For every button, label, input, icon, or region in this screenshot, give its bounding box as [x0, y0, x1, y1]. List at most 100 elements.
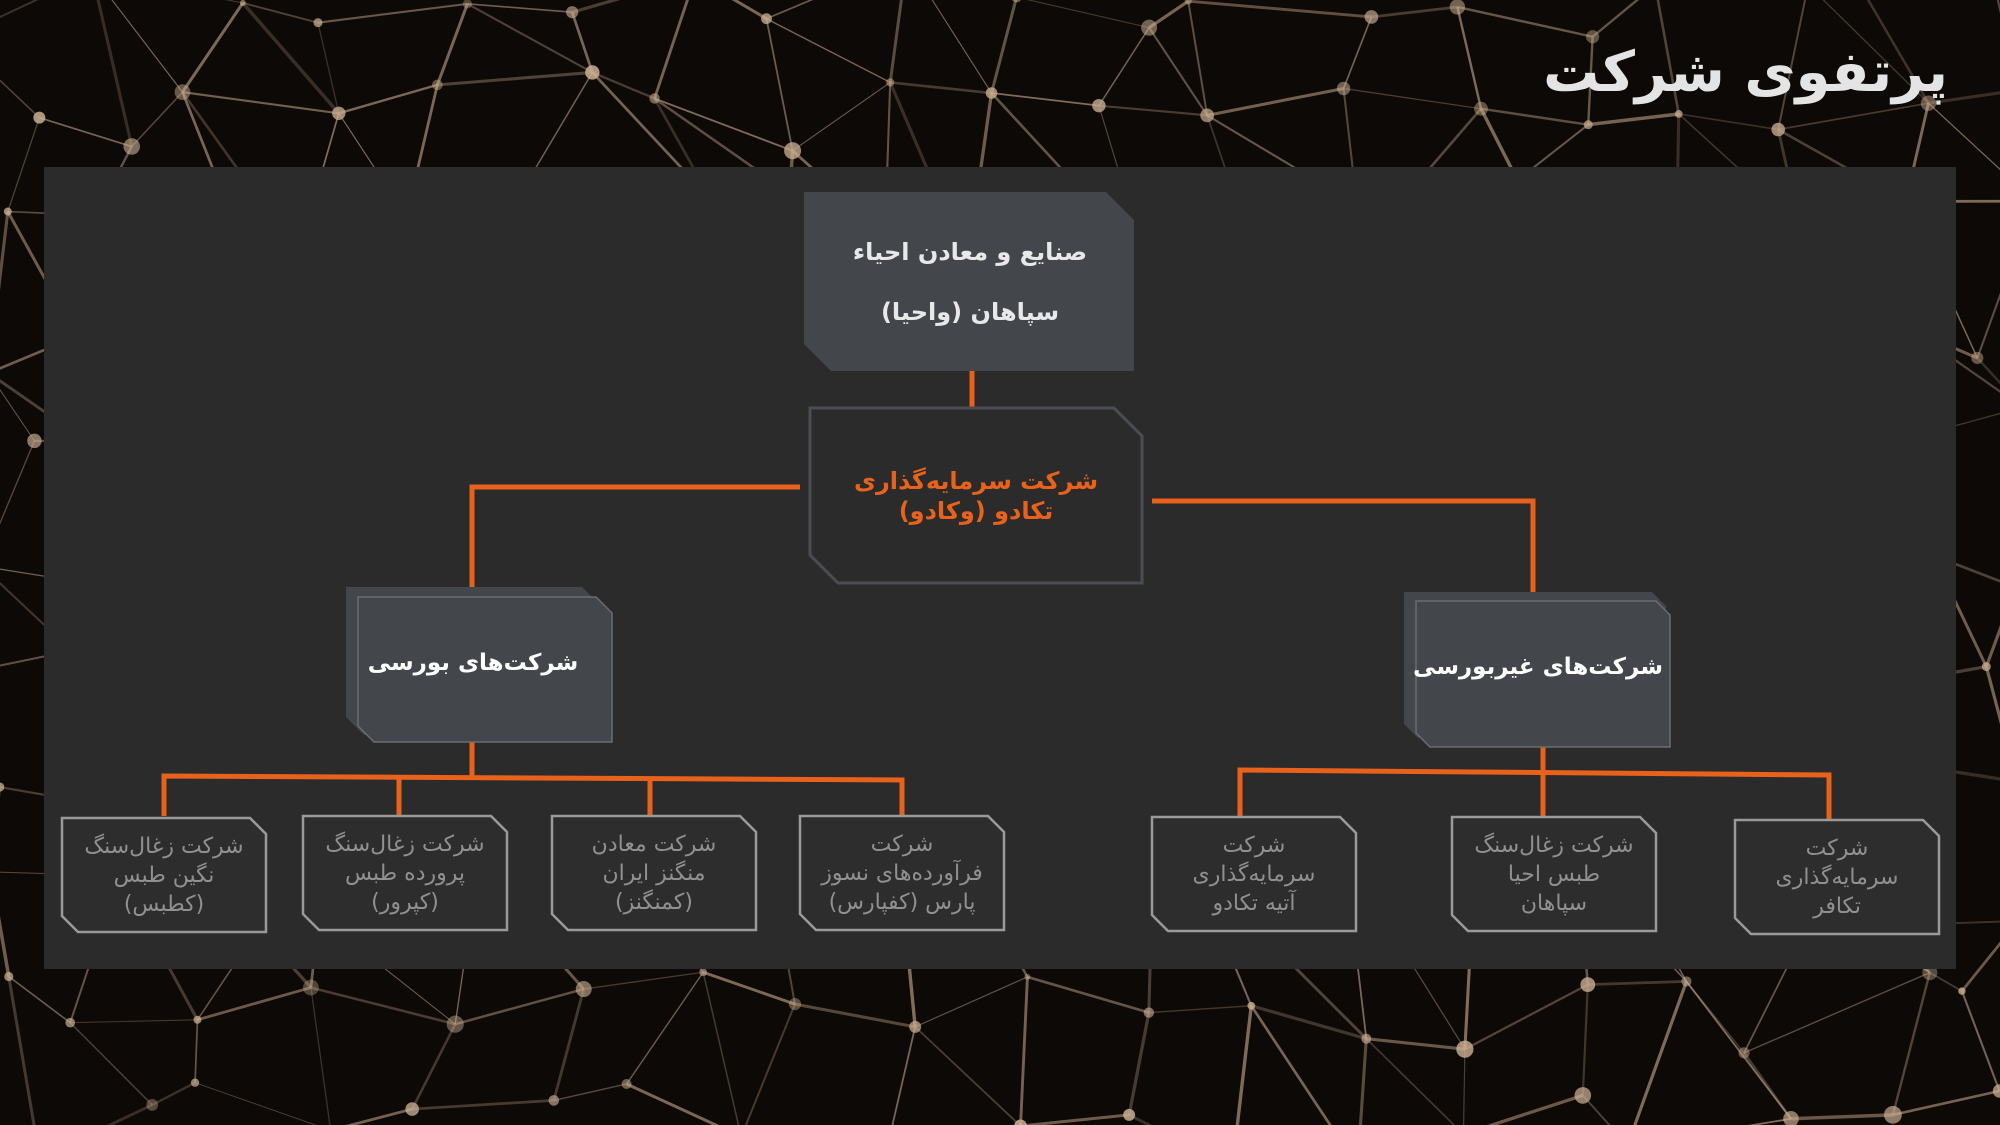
leaf-line: آتیه تکادو: [1212, 890, 1296, 916]
leaf-node-ktabas: شرکت زغال‌سنگ نگین طبس (کطبس): [62, 818, 266, 932]
network-node: [1456, 1040, 1474, 1058]
network-line: [467, 3, 573, 14]
network-line: [151, 1081, 196, 1107]
network-line: [96, 0, 134, 147]
network-node: [1024, 973, 1031, 980]
network-line: [1747, 1117, 1792, 1125]
leaf-box-kmangenz: [550, 814, 758, 932]
network-line: [1778, 102, 1929, 131]
network-line: [1587, 980, 1687, 987]
network-line: [242, 1, 319, 24]
leaf-line: تکافر: [1813, 893, 1861, 919]
leaf-line: منگنز ایران: [602, 860, 706, 886]
network-line: [792, 81, 891, 152]
listed-companies-node: شرکت‌های بورسی: [348, 590, 598, 736]
root-node: صنایع و معادن احیاء سپاهان (واحیا): [806, 192, 1134, 371]
network-line: [1928, 102, 2000, 171]
network-line: [1206, 86, 1344, 117]
network-line: [914, 976, 1028, 1028]
network-line: [583, 971, 704, 990]
network-node: [446, 1015, 464, 1033]
network-node: [33, 111, 46, 124]
network-line: [345, 1107, 413, 1125]
network-node: [784, 142, 802, 160]
network-line: [1984, 624, 2000, 668]
network-line: [1777, 0, 1807, 130]
connectors: [161, 371, 1832, 820]
network-line: [39, 116, 132, 148]
network-node: [1143, 1007, 1155, 1018]
network-line: [411, 1023, 457, 1110]
network-line: [1822, 0, 1929, 104]
network-line: [1892, 1089, 2000, 1117]
network-node: [1247, 1001, 1256, 1010]
network-line: [931, 0, 992, 94]
network-line: [7, 117, 40, 212]
leaf-node-kmangenz: شرکت معادن منگنز ایران (کمنگنز): [552, 816, 756, 930]
network-line: [1891, 972, 1931, 1116]
network-line: [1250, 1004, 1367, 1041]
network-line: [1371, 5, 1458, 19]
leaf-box-tabas-ehya: [1450, 815, 1658, 933]
leaf-line: سپاهان: [1520, 890, 1588, 916]
holding-node-shape: [808, 406, 1144, 585]
network-line: [0, 211, 10, 291]
network-line: [310, 986, 456, 1026]
page-title: پرتفوی شرکت: [1543, 40, 1948, 105]
leaf-line: نگین طبس: [113, 862, 215, 888]
leaf-line: (کطبس): [123, 891, 205, 917]
network-node: [27, 433, 42, 449]
network-line: [437, 70, 593, 87]
network-node: [1783, 1111, 1799, 1125]
leaf-line: شرکت: [1222, 832, 1286, 858]
network-line: [412, 1099, 554, 1111]
network-node: [462, 0, 472, 9]
network-node: [1141, 19, 1158, 36]
leaf-node-atieh-takado: شرکت سرمایه‌گذاری آتیه تکادو: [1152, 817, 1356, 931]
network-node: [788, 998, 802, 1011]
network-line: [1463, 1049, 1466, 1125]
network-line: [1685, 980, 1792, 1120]
network-node: [1992, 1084, 2000, 1098]
network-node: [1474, 101, 1488, 116]
network-node: [1674, 110, 1683, 118]
network-line: [317, 2, 468, 24]
network-node: [1361, 1033, 1372, 1044]
network-line: [890, 81, 992, 95]
network-line: [111, 0, 183, 93]
network-line: [1456, 6, 1483, 109]
network-node: [1449, 0, 1466, 15]
network-line: [197, 986, 312, 1022]
network-line: [654, 97, 793, 152]
network-line: [552, 988, 586, 1101]
network-node: [1336, 81, 1351, 96]
network-node: [239, 0, 246, 6]
network-line: [310, 987, 331, 1125]
leaf-box-takafar: [1733, 818, 1941, 936]
network-line: [1148, 27, 1209, 116]
network-line: [69, 1022, 153, 1106]
leaf-box-ktabas: [60, 816, 268, 934]
network-line: [1457, 5, 1593, 38]
connector-holding-listed: [469, 484, 800, 590]
network-line: [1984, 666, 2000, 725]
network-line: [653, 0, 689, 99]
network-line: [1358, 1038, 1368, 1125]
leaf-line: (کمنگنز): [615, 889, 693, 915]
network-line: [131, 91, 184, 148]
leaf-node-tabas-ehya: شرکت زغال‌سنگ طبس احیا سپاهان: [1452, 817, 1656, 931]
network-node: [146, 1099, 159, 1111]
network-line: [1486, 1093, 1584, 1125]
network-line: [0, 915, 11, 977]
network-node: [1971, 351, 1984, 365]
network-line: [1742, 1052, 1793, 1120]
holding-node-line-1: شرکت سرمایه‌گذاری: [853, 467, 1099, 495]
network-line: [1587, 36, 1594, 125]
network-line: [1026, 0, 1150, 29]
leaf-line: شرکت زغال‌سنگ: [84, 833, 244, 859]
network-node: [1920, 95, 1937, 111]
network-line: [435, 3, 469, 86]
network-line: [1188, 0, 1372, 19]
network-node: [1092, 98, 1106, 113]
